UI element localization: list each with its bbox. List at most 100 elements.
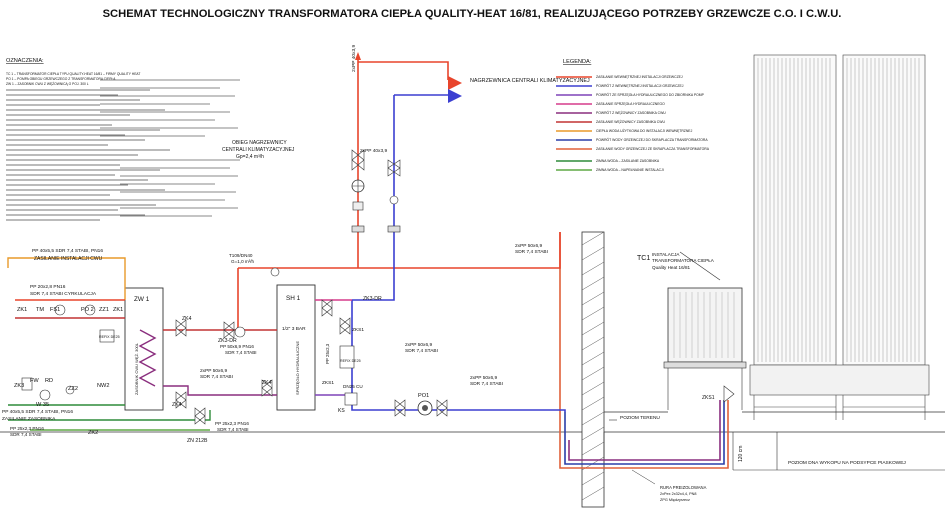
tag: G=1,0 m³/h <box>231 259 255 264</box>
air-handler-loop <box>351 149 401 233</box>
designation-line: PO 1 – POMPA OBIEGU GRZEWCZEGO Z TRANSFO… <box>6 77 116 81</box>
pipe-size-label: 2xPP 40x3,9 <box>360 148 387 154</box>
designations-text: TC 1 – TRANSFORMATOR CIEPŁA TYPU QUALITY… <box>6 72 170 221</box>
circuit-flow: Gp=2,4 m³/h <box>236 154 264 160</box>
legend-label: ZASILANIE WODY GRZEWCZEJ ZE SKRAPLACZA T… <box>596 147 710 151</box>
pipe-size-label: PP 25x2,3 PN16 <box>215 421 249 426</box>
legend-label: ZASILANIE WĘŻOWNICY ZASOBNIKA CWU <box>596 119 665 124</box>
legend-label: CIEPŁA WODA UŻYTKOWA DO INSTALACJI WEWNĘ… <box>596 128 693 133</box>
pipe-size-label: 2xPP 50x6,9 <box>515 243 542 249</box>
legend-label: POWRÓT WODY GRZEWCZEJ DO SKRAPLACZA TRAN… <box>596 137 708 142</box>
expansion-vessel-label: REFIX DE25 <box>99 335 120 339</box>
pipe-purpose-label: ZASILANIE ZASOBNIKA <box>2 416 56 422</box>
tag: ZK1 <box>113 307 123 313</box>
tc1-unit <box>663 251 747 410</box>
tag: KS <box>338 408 345 414</box>
pipe-size-label: SDR 7,4 STABI <box>10 432 42 437</box>
tag: ZK1 <box>17 307 27 313</box>
tag: TM <box>36 307 44 313</box>
pipe-purpose-label: SDR 7,4 STABI CYRKULACJA <box>30 291 97 297</box>
legend-label: POWRÓT ZE SPRZĘGŁA HYDRAULICZNEGO DO ZBI… <box>596 92 705 97</box>
legend-label: ZASILANIE WEWNĘTRZNEJ INSTALACJI GRZEWCZ… <box>596 75 683 79</box>
legend-label: ZASILANIE SPRZĘGŁA HYDRAULICZNEGO <box>596 102 665 106</box>
designation-line: ZW 1 – ZASOBNIK CWU Z WĘŻOWNICĄ O POJ. 3… <box>6 81 89 86</box>
pipe-size-label: SDR 7,4 STABI <box>515 249 548 255</box>
leader-line <box>631 469 656 485</box>
tag: RD <box>45 378 53 384</box>
tag: ZK3 <box>14 383 24 389</box>
pipe-size-label: 2xPP 40x3,9 <box>351 45 357 72</box>
legend-label: POWRÓT Z WEWNĘTRZNEJ INSTALACJI GRZEWCZE… <box>596 83 684 88</box>
tag: ZN 212B <box>187 438 208 444</box>
pipe-size-label: PP 50x6,9 PN16 <box>220 344 254 349</box>
tag: FW <box>30 378 39 384</box>
legend-label: ZIMNA WODA – NAPEŁNIANIE INSTALACJI <box>596 168 664 172</box>
pipe-size-label: SDR 7,4 STABI <box>470 381 503 387</box>
pipe-size-label: PP 20x2,8 PN16 <box>30 284 66 290</box>
legend: ZASILANIE WEWNĘTRZNEJ INSTALACJI GRZEWCZ… <box>556 75 710 172</box>
building-wall <box>581 231 605 508</box>
pipe-size-label: SDR 7,4 STABI <box>217 427 249 432</box>
designation-line: TC 1 – TRANSFORMATOR CIEPŁA TYPU QUALITY… <box>6 72 140 76</box>
zw1-vertical-label: ZASOBNIK CWU WĘŻ. 300L <box>134 342 139 395</box>
sh1-hydraulic-separator <box>276 284 316 411</box>
tag: T109/DN40 <box>229 253 253 258</box>
tag: PO1 <box>418 393 429 399</box>
pipe-size-label: PP 25x2,3 PN16 <box>10 426 44 431</box>
buried-pipes <box>559 232 729 469</box>
title: SCHEMAT TECHNOLOGICZNY TRANSFORMATORA CI… <box>103 8 842 20</box>
pipe-size-label: 2xPP 50x6,9 <box>470 375 497 381</box>
tag: ZK4 <box>262 380 272 386</box>
tag: W 35 <box>36 402 49 408</box>
pipe-size-label: PP 40x5,5 SDR 7,4 STABI, PN16 <box>32 248 103 254</box>
trench-bottom-label: POZIOM DNA WYKOPU NA PODSYPCE PIASKOWEJ <box>788 460 906 466</box>
tag: NW2 <box>97 383 109 389</box>
tag: ZKS1 <box>702 395 715 401</box>
pipe-size-label: SDR 7,4 STABI <box>225 350 257 355</box>
ground-level-label: POZIOM TERENU <box>620 415 660 421</box>
notes-block <box>100 79 240 217</box>
circuit-title: OBIEG NAGRZEWNICY <box>232 140 287 146</box>
pipe-size-label: 2xPP 50x6,9 <box>405 342 432 348</box>
tc1-desc: Quality Heat 16/81 <box>652 265 690 270</box>
tag: ZK2 <box>88 430 98 436</box>
designations-heading: OZNACZENIA: <box>6 58 44 64</box>
sh1-vertical-label: SPRZĘGŁO HYDRAULICZNE <box>295 341 300 395</box>
tag: ZKS1 <box>352 327 364 333</box>
pipe-size-label: SDR 7,4 STABI <box>200 374 233 380</box>
main-supply-pipe <box>237 55 561 330</box>
flow-arrow <box>355 52 361 60</box>
circuit-subtitle: CENTRALI KLIMATYZACYJNEJ <box>222 147 295 153</box>
sh1-label: SH 1 <box>286 295 301 302</box>
dhw-pipes <box>7 257 211 431</box>
tag: DN25 CU <box>343 384 363 389</box>
pipe-size-label: PP 25x2,3 <box>325 343 330 364</box>
pipe-size-label: 2xPP 50x6,9 <box>200 368 227 374</box>
tag: ZK4 <box>172 402 182 408</box>
tc1-label: TC1 <box>637 255 650 262</box>
pre-insulated-pipe-label: RURA PREIZOLOWANA <box>660 485 707 490</box>
pipe-purpose-label: ZASILANIE INSTALACJI CWU <box>34 256 103 262</box>
tag: ZZ1 <box>99 307 109 313</box>
legend-heading: LEGENDA: <box>563 59 592 65</box>
tag: PO 2 <box>81 307 94 313</box>
legend-label: ZIMNA WODA – ZASILANIE ZASOBNIKA <box>596 159 660 163</box>
heater-label: NAGRZEWNICA CENTRALI KLIMATYZACYJNEJ <box>470 78 590 84</box>
zw1-dhw-tank <box>124 287 164 411</box>
pipe-size-label: SDR 7,4 STABI <box>405 348 438 354</box>
tag: ZK3-DR <box>363 296 382 302</box>
flow-arrow <box>448 76 462 90</box>
tc1-desc: INSTALACJA <box>652 252 680 257</box>
tc1-desc: TRANSFORMATORA CIEPŁA <box>652 258 715 263</box>
tag: ZZ2 <box>68 386 78 392</box>
tag: FS1 <box>50 307 60 313</box>
pre-insulated-pipe-maker: ZPG Międzyrzecz <box>660 498 690 502</box>
pre-insulated-pipe-spec: 2xPex 2x32x4,4, PN8 <box>660 492 697 496</box>
tag: 1/2" 3 BAR <box>282 326 306 332</box>
depth-dimension: 120 cm <box>738 446 744 462</box>
pump-po1 <box>417 400 433 416</box>
component-tags: T109/DN40 G=1,0 m³/h ZK3-DR ZK3-DR ZK4 Z… <box>14 253 715 444</box>
valves <box>21 267 735 425</box>
